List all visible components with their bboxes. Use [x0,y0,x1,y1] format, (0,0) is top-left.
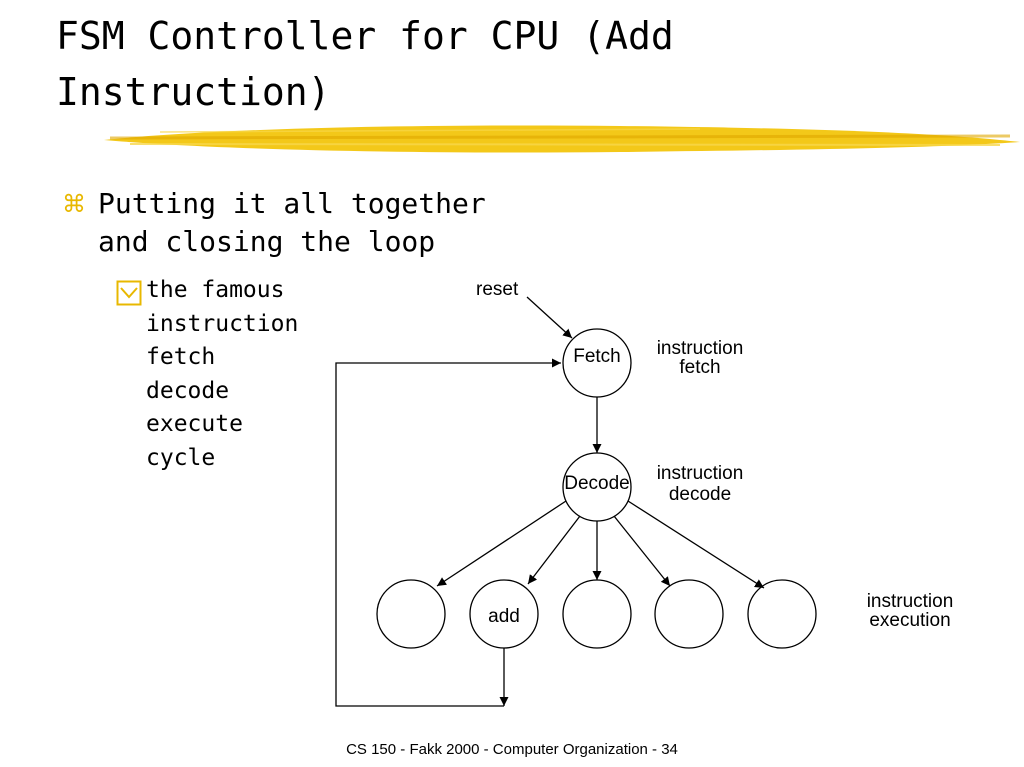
checkbox-arrow-icon [116,280,142,306]
execute-state-4 [654,579,724,649]
title-underline-brushstroke [104,125,1020,153]
bullet-level2-line: execute [146,411,243,437]
fetch-annotation-line: fetch [679,357,720,378]
execution-annotation-line: instruction [867,591,954,612]
decode-to-exec5-arrow [627,500,765,589]
fetch-annotation-line: instruction [657,338,744,359]
loop-back-arrow [335,358,561,707]
slide-footer: CS 150 - Fakk 2000 - Computer Organizati… [346,741,678,758]
title-line-2: Instruction) [56,70,331,114]
command-icon: ⌘ [62,190,86,218]
fetch-state-label: Fetch [573,346,621,367]
decode-to-exec4-arrow [613,515,671,587]
execute-state-1 [376,579,446,649]
bullet-level2-line: instruction [146,310,299,337]
slide-title: FSM Controller for CPU (Add Instruction) [56,8,956,120]
bullet-level1: ⌘ Putting it all together and closing th… [62,185,486,261]
bullet-level2-line: cycle [146,444,216,471]
title-line-1: FSM Controller for CPU (Add [56,14,674,58]
bullet-level2-text: the famous instruction fetch decode exec… [146,274,298,475]
reset-label: reset [476,279,519,300]
decode-annotation-line: instruction [657,463,744,484]
decode-annotation-line: decode [669,484,731,505]
add-state-label: add [488,606,520,627]
bullet-level2: the famous instruction fetch decode exec… [116,274,298,475]
decode-state-label: Decode [564,473,630,494]
bullet-level1-text: Putting it all together and closing the … [98,185,486,261]
bullet-level1-line: Putting it all together [98,187,486,220]
bullet-level1-line: and closing the loop [98,225,436,258]
execution-annotation-line: execution [869,610,950,631]
decode-to-exec1-arrow [436,500,567,587]
bullet-level2-line: the famous [146,277,285,303]
reset-arrow [526,296,573,339]
bullet-level2-line: decode [146,377,230,404]
bullet-level2-line: fetch [146,344,216,370]
execute-state-5 [747,579,817,649]
decode-to-add-arrow [527,515,581,585]
execute-state-3 [562,579,632,649]
